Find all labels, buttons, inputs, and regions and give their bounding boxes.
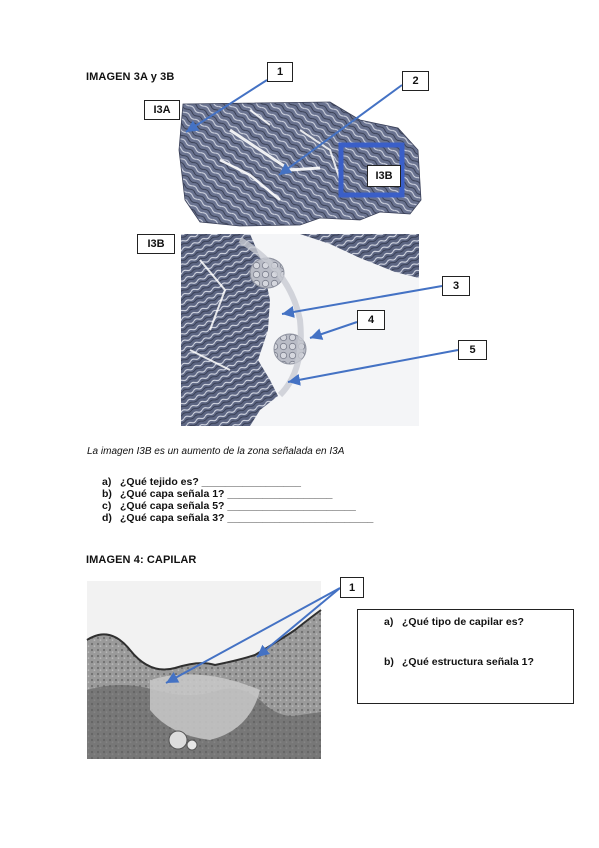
marker-5: 5 — [458, 340, 487, 360]
marker-4: 4 — [357, 310, 385, 330]
marker-2: 2 — [402, 71, 429, 91]
question-item: a)¿Qué tipo de capilar es? — [384, 616, 524, 628]
figure-caption: La imagen I3B es un aumento de la zona s… — [87, 446, 345, 457]
image-3b-tissue — [181, 234, 419, 426]
arrow-1-section1 — [185, 79, 268, 133]
image-3a-tissue — [178, 100, 423, 228]
label-i3a: I3A — [144, 100, 180, 120]
arrow-1a-section2 — [165, 587, 341, 684]
section-heading-imagen-3: IMAGEN 3A y 3B — [86, 71, 175, 83]
arrow-1b-section2 — [256, 587, 341, 658]
question-item: b)¿Qué estructura señala 1? — [384, 656, 534, 668]
marker-1-capillary: 1 — [340, 577, 364, 598]
arrow-5 — [287, 349, 459, 386]
label-i3b-inset: I3B — [367, 165, 401, 187]
question-item: c)¿Qué capa señala 5? __________________… — [102, 500, 356, 512]
section-heading-imagen-4: IMAGEN 4: CAPILAR — [86, 554, 197, 566]
zoom-region-highlight — [338, 142, 405, 198]
image-4-capillary — [86, 581, 322, 759]
label-i3b: I3B — [137, 234, 175, 254]
arrow-2 — [278, 84, 403, 176]
arrow-4 — [309, 321, 358, 340]
question-item: d)¿Qué capa señala 3? __________________… — [102, 512, 374, 524]
question-list-section1: a)¿Qué tejido es? _________________ b)¿Q… — [102, 476, 373, 524]
arrow-3 — [281, 285, 443, 318]
marker-3: 3 — [442, 276, 470, 296]
question-box-section2: a)¿Qué tipo de capilar es? b)¿Qué estruc… — [357, 609, 574, 704]
question-item: a)¿Qué tejido es? _________________ — [102, 476, 301, 488]
pointer-arrows — [165, 79, 459, 684]
marker-1: 1 — [267, 62, 293, 82]
question-item: b)¿Qué capa señala 1? __________________ — [102, 488, 333, 500]
